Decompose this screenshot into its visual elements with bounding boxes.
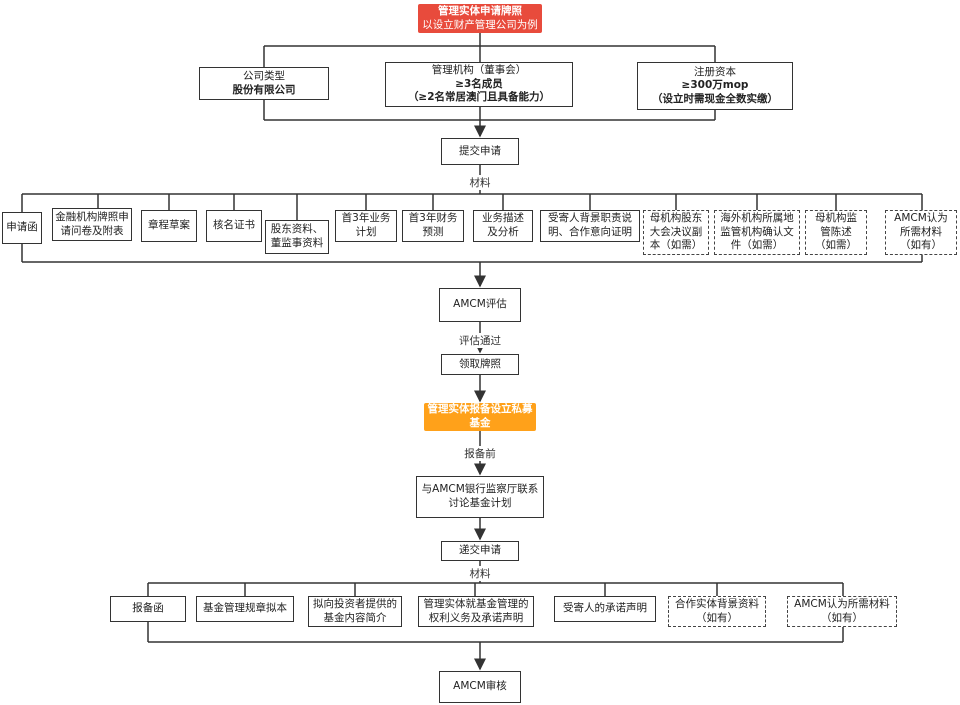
material-box-8: 业务描述 及分析	[473, 210, 533, 242]
material2-3-line-2: 基金内容简介	[323, 611, 387, 624]
get-license-label: 领取牌照	[459, 357, 501, 370]
material-7-line-2: 预测	[422, 226, 444, 238]
material-9-line-1: 受寄人背景职责说	[548, 212, 632, 225]
title-line-2: 以设立财产管理公司为例	[422, 18, 538, 31]
submit-application-box: 提交申请	[441, 138, 519, 165]
material-box-6: 首3年业务 计划	[335, 210, 397, 242]
material-box-5: 股东资料、 董监事资料	[265, 220, 329, 254]
material2-6-line-2: （如有）	[696, 611, 738, 624]
material-13-line-3: （如有）	[900, 239, 942, 252]
material-12-line-1: 母机构监	[815, 212, 857, 225]
contact-line-1: 与AMCM银行监察厅联系	[421, 483, 539, 496]
management-body-label: 管理机构（董事会）	[431, 64, 527, 77]
company-type-box: 公司类型 股份有限公司	[199, 67, 329, 100]
material-11-line-1: 海外机构所属地	[720, 212, 794, 225]
material2-4-line-1: 管理实体就基金管理的	[423, 597, 529, 610]
materials-label: 材料	[467, 175, 493, 190]
material-13-line-2: 所需材料	[900, 225, 942, 238]
registered-capital-note: （设立时需现金全数实缴）	[652, 92, 778, 105]
submit-application-2-label: 递交申请	[459, 544, 501, 557]
material-box-13: AMCM认为 所需材料 （如有）	[885, 210, 957, 255]
material-box-10: 母机构股东 大会决议副 本（如需）	[643, 210, 709, 255]
material-box-12: 母机构监 管陈述 （如需）	[805, 210, 867, 255]
material2-7-line-2: （如有）	[821, 611, 863, 624]
material-3-line-1: 章程草案	[148, 219, 190, 232]
material2-3-line-1: 拟向投资者提供的	[313, 597, 397, 610]
material2-7-line-1: AMCM认为所需材料	[794, 597, 890, 610]
management-body-note: （≥2名常居澳门且具备能力）	[407, 91, 551, 104]
before-report-label: 报备前	[462, 446, 498, 461]
amcm-assess-label: AMCM评估	[453, 298, 507, 311]
fund-report-box: 管理实体报备设立私募 基金	[424, 403, 536, 431]
material-10-line-2: 大会决议副	[649, 225, 703, 238]
submit-application-2-box: 递交申请	[441, 541, 519, 561]
materials-label-2: 材料	[467, 566, 493, 581]
material-7-line-1: 首3年财务	[408, 212, 458, 225]
material2-1-line-1: 报备函	[132, 602, 164, 615]
fund-report-line-1: 管理实体报备设立私募	[427, 403, 533, 416]
management-body-min: ≥3名成员	[455, 77, 503, 90]
material2-2-line-1: 基金管理规章拟本	[203, 602, 287, 615]
title-line-1: 管理实体申请牌照	[438, 4, 522, 17]
material-box-2: 金融机构牌照申 请问卷及附表	[52, 208, 132, 241]
material-5-line-1: 股东资料、	[270, 223, 324, 236]
material-box-9: 受寄人背景职责说 明、合作意向证明	[540, 210, 640, 242]
material2-box-6: 合作实体背景资料 （如有）	[668, 596, 766, 627]
material-12-line-3: （如需）	[815, 239, 857, 252]
material2-box-5: 受寄人的承诺声明	[554, 596, 656, 622]
material-9-line-2: 明、合作意向证明	[548, 226, 632, 238]
material2-4-line-2: 权利义务及承诺声明	[428, 611, 524, 624]
material2-box-1: 报备函	[110, 596, 186, 622]
material2-box-7: AMCM认为所需材料 （如有）	[787, 596, 897, 627]
registered-capital-min: ≥300万mop	[681, 79, 749, 92]
submit-application-label: 提交申请	[459, 144, 501, 157]
material-box-7: 首3年财务 预测	[402, 210, 464, 242]
amcm-review-label: AMCM审核	[453, 680, 507, 693]
material2-6-line-1: 合作实体背景资料	[675, 597, 759, 610]
material-box-11: 海外机构所属地 监管机构确认文 件（如需）	[714, 210, 800, 255]
material2-box-4: 管理实体就基金管理的 权利义务及承诺声明	[418, 596, 534, 627]
material-8-line-2: 及分析	[487, 226, 519, 238]
management-body-box: 管理机构（董事会） ≥3名成员 （≥2名常居澳门且具备能力）	[385, 62, 573, 107]
material-13-line-1: AMCM认为	[894, 212, 948, 225]
material-box-4: 核名证书	[206, 210, 262, 242]
registered-capital-box: 注册资本 ≥300万mop （设立时需现金全数实缴）	[637, 62, 793, 110]
material-6-line-2: 计划	[355, 226, 377, 238]
material-11-line-3: 件（如需）	[730, 239, 784, 252]
assess-pass-label: 评估通过	[457, 333, 503, 348]
material2-5-line-1: 受寄人的承诺声明	[563, 602, 647, 615]
material-5-line-2: 董监事资料	[270, 237, 324, 249]
registered-capital-label: 注册资本	[694, 65, 736, 78]
contact-line-2: 讨论基金计划	[448, 497, 512, 509]
company-type-value: 股份有限公司	[232, 83, 296, 96]
amcm-review-box: AMCM审核	[439, 671, 521, 703]
material-4-line-1: 核名证书	[213, 219, 255, 232]
material-2-line-1: 金融机构牌照申	[55, 210, 129, 223]
amcm-assess-box: AMCM评估	[439, 288, 521, 322]
material-10-line-3: 本（如需）	[649, 239, 703, 252]
material2-box-3: 拟向投资者提供的 基金内容简介	[308, 596, 402, 627]
material-12-line-2: 管陈述	[820, 225, 852, 238]
contact-amcm-box: 与AMCM银行监察厅联系 讨论基金计划	[416, 476, 544, 518]
company-type-label: 公司类型	[243, 69, 285, 82]
material-11-line-2: 监管机构确认文	[720, 225, 794, 238]
get-license-box: 领取牌照	[441, 354, 519, 375]
material-1-line-1: 申请函	[6, 221, 38, 234]
material-10-line-1: 母机构股东	[649, 212, 703, 225]
material-box-3: 章程草案	[141, 210, 197, 242]
material-6-line-1: 首3年业务	[341, 212, 391, 225]
material-8-line-1: 业务描述	[482, 212, 524, 225]
fund-report-line-2: 基金	[469, 417, 491, 429]
material-2-line-2: 请问卷及附表	[60, 224, 124, 237]
material-box-1: 申请函	[2, 212, 42, 244]
process-title-box: 管理实体申请牌照 以设立财产管理公司为例	[418, 4, 542, 33]
material2-box-2: 基金管理规章拟本	[196, 596, 294, 622]
